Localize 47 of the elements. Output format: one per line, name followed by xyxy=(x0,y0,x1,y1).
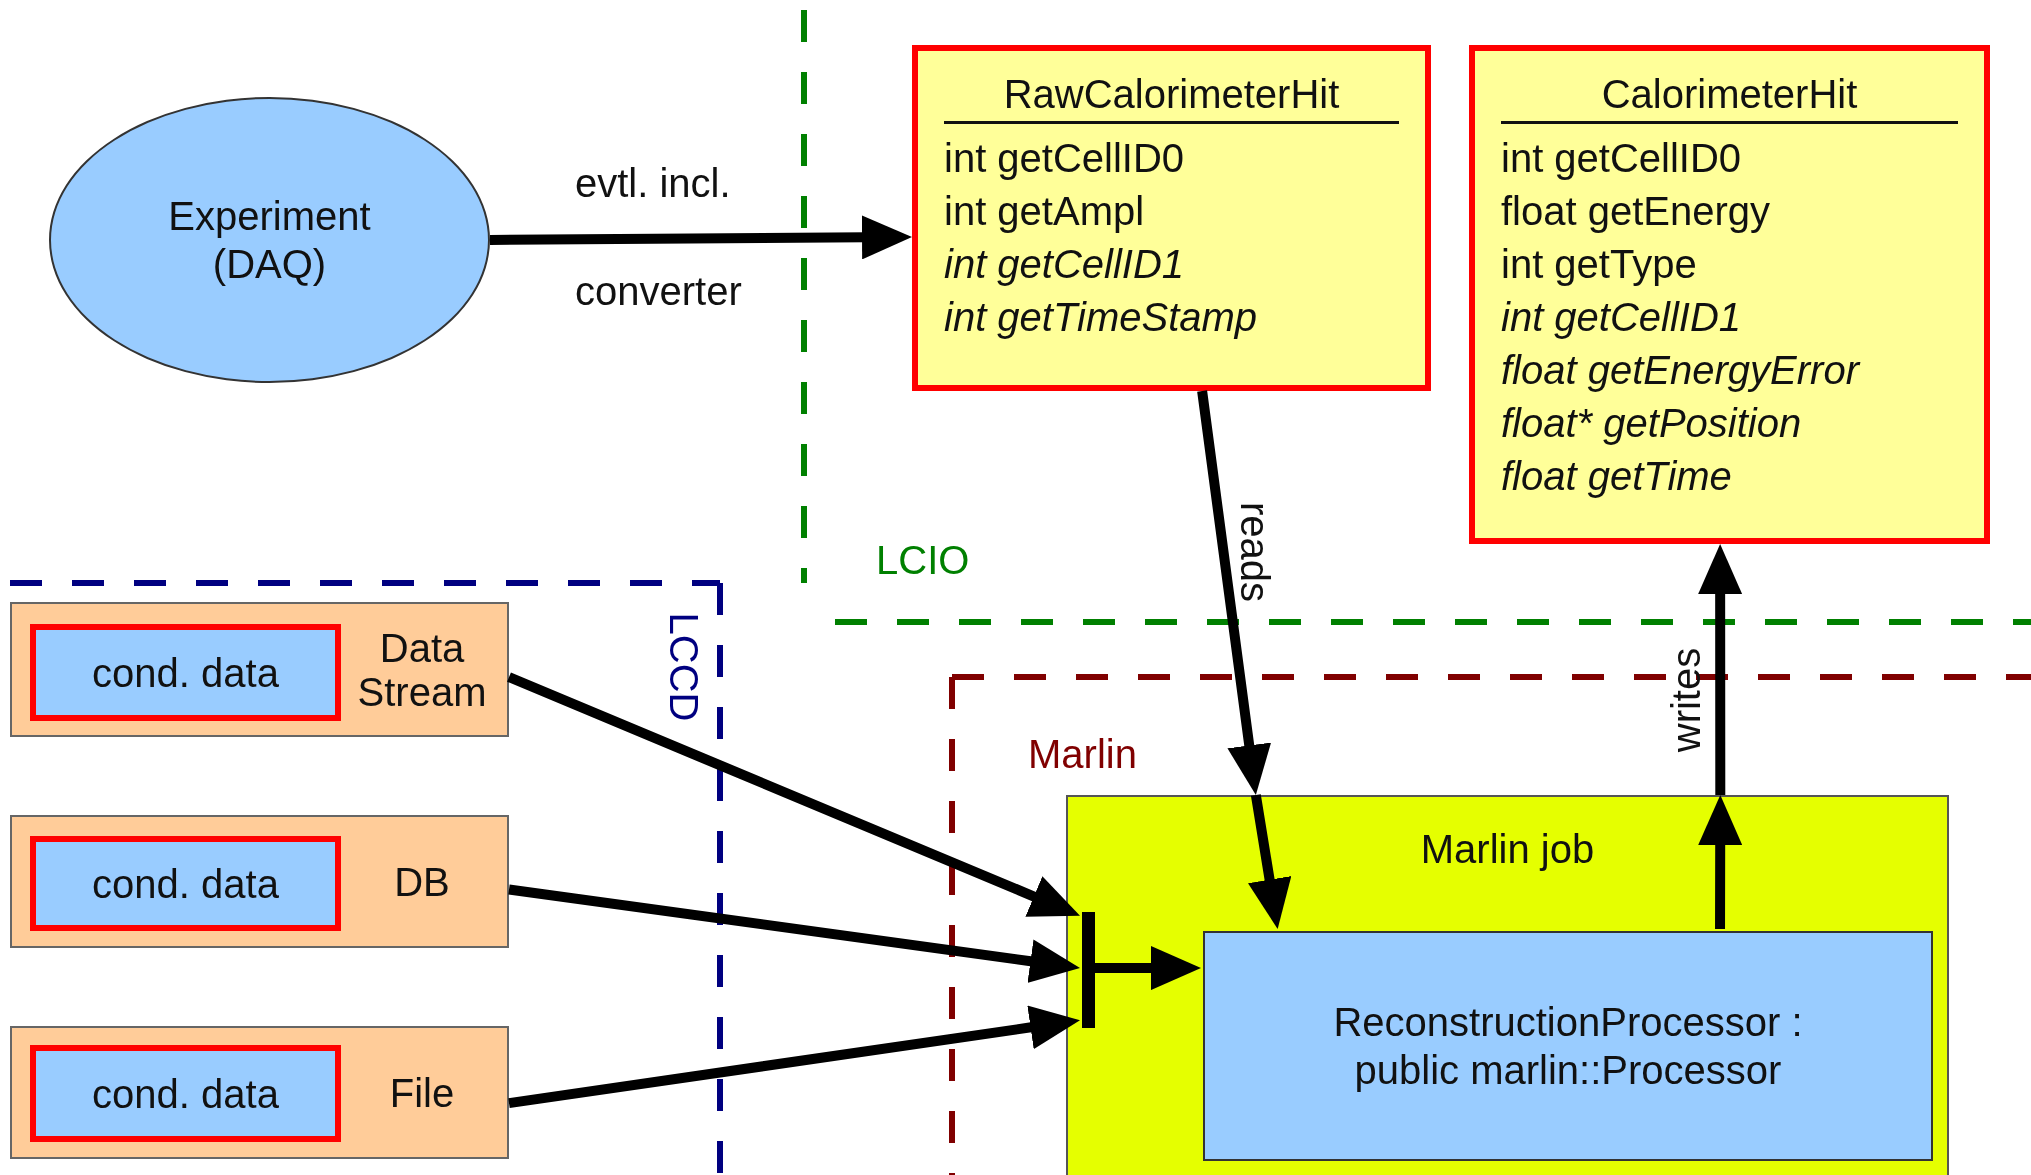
data-box xyxy=(30,624,341,721)
method-signature: int getCellID0 xyxy=(944,135,1186,182)
arrow xyxy=(508,884,1081,983)
method-signature: float getEnergy xyxy=(1501,188,1772,235)
arrow xyxy=(1247,794,1292,930)
arrow xyxy=(1197,390,1272,796)
method-signature: int getTimeStamp xyxy=(944,294,1259,341)
node-label: cond. data xyxy=(92,649,279,697)
node-label: Marlin job xyxy=(1420,826,1595,873)
node-label: DB xyxy=(393,858,451,906)
source-box xyxy=(10,602,509,737)
method-signature: float getTime xyxy=(1501,453,1733,500)
region-label: LCCD xyxy=(660,612,706,722)
method-signature: float* getPosition xyxy=(1501,400,1803,447)
node-label: Experiment (DAQ) xyxy=(167,193,372,288)
method-signature: int getCellID1 xyxy=(944,241,1186,288)
node-label: cond. data xyxy=(92,860,279,908)
arrow xyxy=(489,215,913,260)
method-signature: int getCellID1 xyxy=(1501,294,1743,341)
edge-label: evtl. incl. converter xyxy=(575,160,743,315)
job-box xyxy=(1066,795,1949,1175)
node-label: ReconstructionProcessor : public marlin::Processor xyxy=(1332,999,1804,1094)
node-label: Data Stream xyxy=(356,624,488,716)
method-signature: int getCellID0 xyxy=(1501,135,1743,182)
arrow xyxy=(1698,795,1743,929)
edge-label: writes xyxy=(1663,647,1709,753)
source-box xyxy=(10,815,509,948)
method-signature: int getAmpl xyxy=(944,188,1146,235)
data-box xyxy=(30,836,341,931)
source-box xyxy=(10,1026,509,1159)
arrow xyxy=(1093,946,1201,991)
region-label: LCIO xyxy=(876,538,970,583)
class-name: RawCalorimeterHit xyxy=(944,69,1399,124)
data-box xyxy=(30,1045,341,1142)
class-box xyxy=(1469,45,1990,544)
class-box xyxy=(912,45,1431,391)
node-label: cond. data xyxy=(92,1070,279,1118)
arrow xyxy=(508,1005,1081,1109)
arrow xyxy=(1698,544,1743,795)
node-label: File xyxy=(388,1069,456,1117)
merge-bar xyxy=(1082,912,1095,1028)
class-name: CalorimeterHit xyxy=(1501,69,1958,124)
region-label: Marlin xyxy=(1028,732,1137,777)
edge-label: reads xyxy=(1231,501,1277,603)
method-signature: float getEnergyError xyxy=(1501,347,1862,394)
method-signature: int getType xyxy=(1501,241,1698,288)
process-box xyxy=(1203,931,1933,1161)
